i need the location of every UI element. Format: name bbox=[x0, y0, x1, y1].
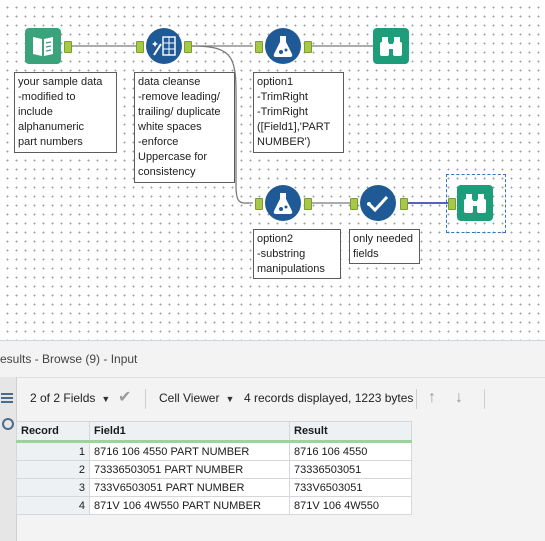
results-title: esults - Browse (9) - Input bbox=[0, 352, 138, 366]
cleanse-output-anchor[interactable] bbox=[184, 41, 192, 53]
binoculars-icon bbox=[464, 194, 486, 213]
input-annotation[interactable]: your sample data -modified to include al… bbox=[14, 72, 117, 153]
results-table: Record Field1 Result 1 8716 106 4550 PAR… bbox=[16, 421, 412, 515]
record-cell[interactable]: 1 bbox=[16, 441, 90, 461]
input-tool[interactable] bbox=[25, 28, 61, 64]
browse-tool-option1[interactable] bbox=[373, 28, 409, 64]
column-header-record[interactable]: Record bbox=[16, 421, 90, 443]
fields-label: 2 of 2 Fields bbox=[30, 391, 96, 405]
table-row[interactable]: 3 733V6503051 PART NUMBER 733V6503051 bbox=[16, 478, 412, 497]
table-row[interactable]: 2 73336503051 PART NUMBER 73336503051 bbox=[16, 460, 412, 479]
input-output-anchor[interactable] bbox=[64, 41, 72, 53]
select-tool[interactable] bbox=[360, 185, 396, 221]
list-icon[interactable] bbox=[0, 391, 16, 431]
option2-input-anchor[interactable] bbox=[255, 198, 263, 210]
field1-cell[interactable]: 871V 106 4W550 PART NUMBER bbox=[89, 496, 290, 515]
select-output-anchor[interactable] bbox=[400, 198, 408, 210]
binoculars-icon bbox=[380, 37, 402, 56]
toolbar-divider bbox=[416, 389, 417, 409]
result-cell[interactable]: 73336503051 bbox=[289, 460, 412, 479]
browse-tool-option2[interactable] bbox=[457, 185, 493, 221]
browse-input-anchor[interactable] bbox=[448, 198, 456, 210]
result-cell[interactable]: 871V 106 4W550 bbox=[289, 496, 412, 515]
select-annotation[interactable]: only needed fields bbox=[349, 229, 420, 264]
flask-icon bbox=[273, 193, 293, 214]
option1-input-anchor[interactable] bbox=[255, 41, 263, 53]
field1-cell[interactable]: 733V6503051 PART NUMBER bbox=[89, 478, 290, 497]
select-input-anchor[interactable] bbox=[350, 198, 358, 210]
data-cleanse-tool[interactable] bbox=[146, 28, 182, 64]
arrow-up-icon[interactable]: ↑ bbox=[428, 389, 436, 406]
cell-viewer-label: Cell Viewer bbox=[159, 391, 220, 405]
result-cell[interactable]: 733V6503051 bbox=[289, 478, 412, 497]
arrow-down-icon[interactable]: ↓ bbox=[455, 389, 463, 406]
option2-annotation[interactable]: option2 -substring manipulations bbox=[253, 229, 341, 279]
book-icon bbox=[33, 37, 53, 56]
data-cleanse-icon bbox=[152, 36, 176, 56]
results-side-rail bbox=[0, 377, 17, 541]
option1-annotation[interactable]: option1 -TrimRight -TrimRight ([Field1],… bbox=[253, 72, 344, 153]
table-row[interactable]: 4 871V 106 4W550 PART NUMBER 871V 106 4W… bbox=[16, 496, 412, 515]
chevron-down-icon: ▼ bbox=[101, 394, 111, 404]
toolbar-divider bbox=[145, 389, 146, 409]
toolbar-divider bbox=[484, 389, 485, 409]
field1-cell[interactable]: 73336503051 PART NUMBER bbox=[89, 460, 290, 479]
field1-cell[interactable]: 8716 106 4550 PART NUMBER bbox=[89, 441, 290, 461]
selection-box bbox=[446, 174, 506, 233]
formula-tool-option2[interactable] bbox=[265, 185, 301, 221]
column-header-field1[interactable]: Field1 bbox=[89, 421, 290, 443]
record-cell[interactable]: 3 bbox=[16, 478, 90, 497]
record-cell[interactable]: 2 bbox=[16, 460, 90, 479]
connector-cleanse-option2 bbox=[190, 45, 254, 204]
apply-check-icon[interactable]: ✔ bbox=[118, 389, 132, 406]
cleanse-annotation[interactable]: data cleanse -remove leading/ trailing/ … bbox=[134, 72, 235, 183]
gear-icon bbox=[2, 418, 14, 430]
column-header-result[interactable]: Result bbox=[289, 421, 412, 443]
connectors bbox=[71, 45, 448, 204]
option1-output-anchor[interactable] bbox=[304, 41, 312, 53]
table-row[interactable]: 1 8716 106 4550 PART NUMBER 8716 106 455… bbox=[16, 441, 412, 461]
workflow-canvas[interactable]: your sample data -modified to include al… bbox=[0, 0, 545, 340]
results-panel: esults - Browse (9) - Input 2 of 2 Field… bbox=[0, 340, 545, 541]
record-cell[interactable]: 4 bbox=[16, 496, 90, 515]
fields-dropdown[interactable]: 2 of 2 Fields ▼ bbox=[30, 385, 110, 411]
checkmark-icon bbox=[367, 195, 389, 213]
flask-icon bbox=[273, 36, 293, 57]
chevron-down-icon: ▼ bbox=[225, 394, 235, 404]
formula-tool-option1[interactable] bbox=[265, 28, 301, 64]
records-info: 4 records displayed, 1223 bytes bbox=[244, 391, 414, 405]
results-header: esults - Browse (9) - Input bbox=[0, 341, 545, 378]
cleanse-input-anchor[interactable] bbox=[136, 41, 144, 53]
option2-output-anchor[interactable] bbox=[304, 198, 312, 210]
cell-viewer-dropdown[interactable]: Cell Viewer ▼ bbox=[159, 385, 234, 411]
result-cell[interactable]: 8716 106 4550 bbox=[289, 441, 412, 461]
